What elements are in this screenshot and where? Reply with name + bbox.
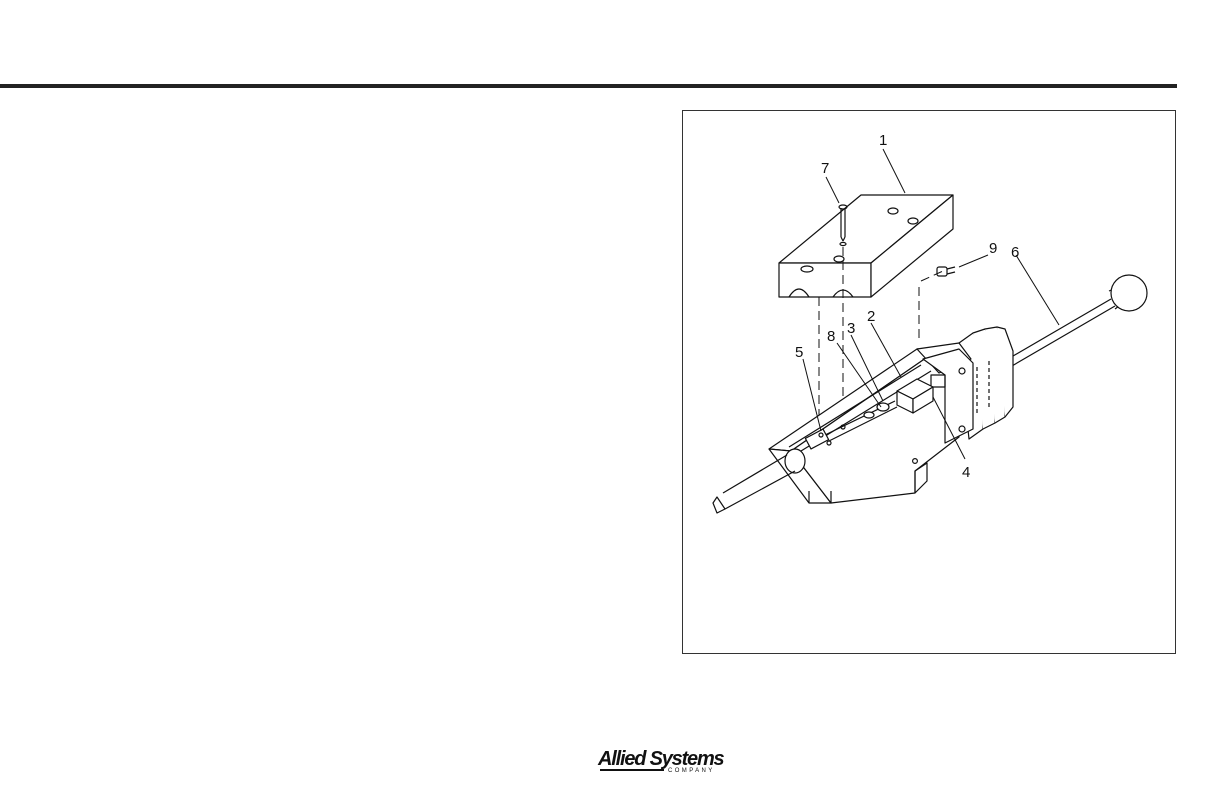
logo-wordmark: Allied Systems: [598, 748, 724, 770]
header-rule: [0, 84, 1177, 88]
main-housing: [769, 343, 973, 503]
allied-systems-logo: Allied Systems COMPANY: [598, 748, 728, 778]
callout-1: 1: [879, 132, 887, 149]
top-cover-block: [779, 195, 953, 297]
callout-7: 7: [821, 160, 829, 177]
callout-5: 5: [795, 344, 803, 361]
callout-3: 3: [847, 320, 855, 337]
logo-company: COMPANY: [668, 768, 715, 774]
lever-rod-part-6: [1001, 275, 1147, 370]
callout-6: 6: [1011, 244, 1019, 261]
callout-4: 4: [962, 464, 970, 481]
callout-9: 9: [989, 240, 997, 257]
exploded-view-diagram: 1 7 9 6 2 3 8 5 4: [683, 111, 1177, 655]
bolt-part-9: [937, 267, 955, 276]
callout-8: 8: [827, 328, 835, 345]
logo-underline: [600, 769, 664, 771]
exploded-diagram-frame: 1 7 9 6 2 3 8 5 4: [682, 110, 1176, 654]
callout-2: 2: [867, 308, 875, 325]
